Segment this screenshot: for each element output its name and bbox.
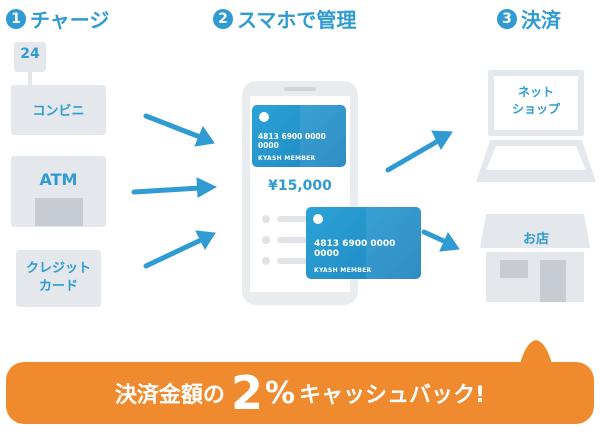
payment-card-member: KYASH MEMBER <box>314 267 372 274</box>
payment-card: 4813 6900 0000 0000 KYASH MEMBER <box>306 207 421 279</box>
step-charge-heading: 1 チャージ <box>6 4 109 33</box>
card-pattern <box>300 105 346 167</box>
kyash-logo-icon <box>313 214 323 224</box>
card-pattern <box>366 207 421 279</box>
step-number-2: 2 <box>213 8 233 29</box>
payment-card-number: 4813 6900 0000 0000 <box>314 239 396 259</box>
banner-pointer <box>520 340 552 364</box>
banner-big-number: 2 <box>230 366 263 420</box>
list-dot <box>262 215 270 223</box>
store-24h-sign <box>14 42 46 72</box>
net-shop-label: ネット ショップ <box>494 84 578 118</box>
credit-card-label-line1: クレジット <box>25 261 91 276</box>
kyash-logo-icon <box>259 112 269 122</box>
atm-label: ATM <box>39 170 78 189</box>
cashback-banner <box>6 362 594 424</box>
store-label: お店 <box>522 232 549 247</box>
store-sign-pole <box>28 72 32 86</box>
banner-prefix: 決済金額の <box>114 383 225 408</box>
list-bar <box>277 216 317 222</box>
atm-slot-icon <box>35 198 83 226</box>
credit-card-panel <box>16 250 101 307</box>
konbini-label: コンビニ <box>32 104 85 119</box>
step-number-3: 3 <box>497 8 517 29</box>
balance: ¥15,000 <box>268 178 332 194</box>
store-icon <box>480 214 590 302</box>
store-24h-badge: 24 <box>20 46 40 62</box>
konbini-panel <box>11 85 106 135</box>
step-label-manage: スマホで管理 <box>237 8 357 32</box>
laptop-display <box>494 76 578 130</box>
step-label-charge: チャージ <box>30 8 110 32</box>
phone-card-number: 4813 6900 0000 0000 <box>258 132 326 150</box>
phone-speaker <box>284 87 316 91</box>
banner-percent: % <box>264 375 296 411</box>
credit-card-label-line2: カード <box>38 279 78 294</box>
banner-suffix: キャッシュバック! <box>299 383 486 408</box>
credit-card-label: クレジット カード <box>16 260 101 296</box>
step-label-payment: 決済 <box>521 8 561 32</box>
step-number-1: 1 <box>6 8 26 29</box>
laptop-base-icon <box>476 140 596 182</box>
list-bar <box>277 237 317 243</box>
net-shop-label-line2: ショップ <box>511 102 560 116</box>
phone-card-member: KYASH MEMBER <box>258 155 316 162</box>
list-bar <box>277 258 317 264</box>
cashback-banner-text: 決済金額の 2 % キャッシュバック! <box>6 362 594 424</box>
list-dot <box>262 236 270 244</box>
net-shop-label-line1: ネット <box>517 85 554 99</box>
phone-card: 4813 6900 0000 0000 KYASH MEMBER <box>252 105 346 167</box>
step-payment-heading: 3 決済 <box>497 4 561 33</box>
list-dot <box>262 257 270 265</box>
step-manage-heading: 2 スマホで管理 <box>213 4 356 33</box>
